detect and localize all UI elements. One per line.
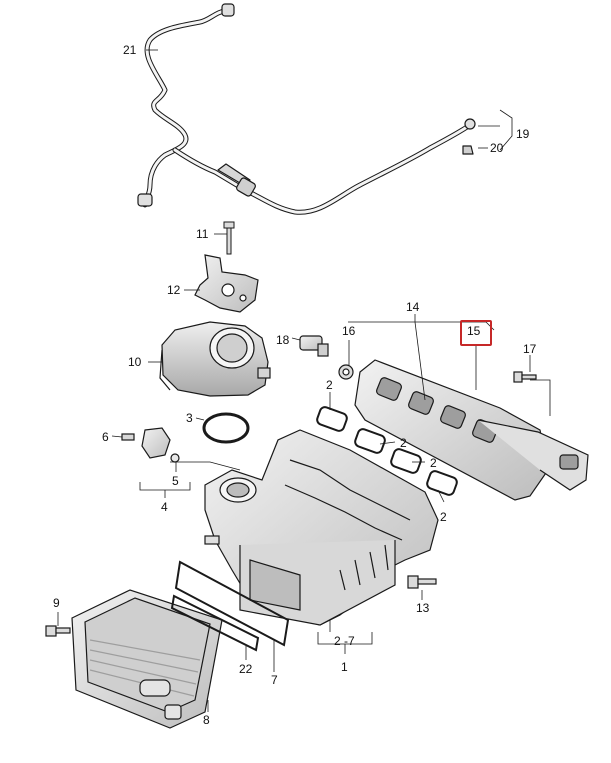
intake-flap-housing-15	[354, 359, 589, 501]
intake-manifold-1	[204, 429, 439, 626]
callout-1: 1	[341, 660, 348, 674]
callout-21: 21	[123, 43, 137, 57]
callout-6: 6	[102, 430, 109, 444]
bolt-17	[513, 371, 537, 383]
callout-9: 9	[53, 596, 60, 610]
callout-17: 17	[523, 342, 537, 356]
callout-15: 15	[467, 324, 481, 338]
callout-2-to-7: 2 -7	[334, 634, 355, 648]
gaskets-2	[316, 406, 458, 496]
callout-16: 16	[342, 324, 356, 338]
bolt-16	[338, 364, 354, 380]
bolt-13	[407, 575, 437, 589]
vacuum-hose-21	[137, 3, 476, 215]
bolt-11	[223, 221, 235, 255]
callout-2-d: 2	[440, 510, 447, 524]
callout-4: 4	[161, 500, 168, 514]
callout-2-a: 2	[326, 378, 333, 392]
bracket-12	[194, 254, 259, 313]
charge-air-cooler-8	[71, 589, 223, 729]
callout-14: 14	[406, 300, 420, 314]
callout-3: 3	[186, 411, 193, 425]
callout-2-b: 2	[400, 436, 407, 450]
callout-5: 5	[172, 474, 179, 488]
callout-18: 18	[276, 333, 290, 347]
throttle-body-10	[159, 321, 271, 397]
pressure-sensor-18	[299, 335, 329, 357]
callout-12: 12	[167, 283, 181, 297]
callout-11: 11	[196, 227, 209, 241]
bolt-9	[45, 625, 71, 637]
callout-22: 22	[239, 662, 253, 676]
callout-13: 13	[416, 601, 430, 615]
callout-20: 20	[490, 141, 504, 155]
seal-7	[174, 560, 290, 647]
sensor-assembly	[121, 427, 180, 463]
callout-10: 10	[128, 355, 142, 369]
callout-2-c: 2	[430, 456, 437, 470]
callout-8: 8	[203, 713, 210, 727]
callout-19: 19	[516, 127, 530, 141]
seal-22	[170, 594, 260, 652]
o-ring-3	[202, 412, 250, 444]
callout-7: 7	[271, 673, 278, 687]
highlighted-callout-box	[460, 320, 492, 346]
